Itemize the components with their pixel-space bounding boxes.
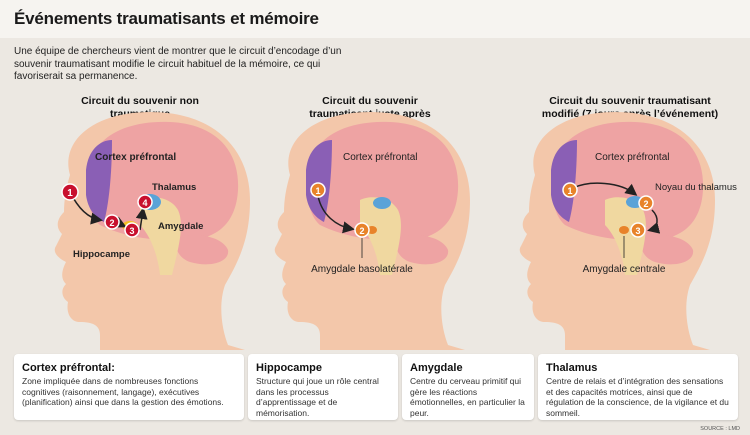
- brain-1: [87, 121, 239, 241]
- arrow-3-2-3: [647, 209, 661, 234]
- card-cortex-text: Zone impliquée dans de nombreuses foncti…: [22, 376, 224, 407]
- arrow-2-1-2: [317, 195, 355, 234]
- label-amygdale-head3: Amygdale centrale: [583, 264, 666, 275]
- card-cortex: Cortex préfrontal: Zone impliquée dans d…: [14, 354, 244, 420]
- card-cortex-title: Cortex préfrontal:: [22, 362, 115, 374]
- svg-text:1: 1: [67, 188, 73, 199]
- head-1: 1 2 3 4 Cortex préfrontal Thalamus Amygd…: [54, 112, 250, 350]
- thalamus-region-2: [373, 197, 391, 209]
- card-thalamus-title: Thalamus: [546, 362, 598, 374]
- label-cortex-head2: Cortex préfrontal: [343, 152, 417, 163]
- cerebellum-2: [396, 235, 449, 265]
- page-title: Événements traumatisants et mémoire: [14, 9, 319, 28]
- head-3: 1 2 3 Cortex préfrontal Noyau du thalamu…: [519, 112, 737, 350]
- arrow-2-3: [113, 216, 127, 228]
- marker-2-head3: 2: [638, 195, 654, 211]
- svg-text:2: 2: [643, 199, 648, 209]
- label-cortex-head1: Cortex préfrontal: [95, 152, 176, 163]
- card-amygdale-text: Centre du cerveau primitif qui gère les …: [410, 376, 525, 418]
- brainstem-2: [360, 197, 401, 275]
- label-thalamus-head1: Thalamus: [152, 182, 196, 193]
- head-2: 1 2 Cortex préfrontal Amygdale basolatér…: [274, 112, 470, 350]
- label-amygdale-head2: Amygdale basolatérale: [311, 264, 413, 275]
- svg-text:2: 2: [359, 226, 364, 236]
- cerebellum-3: [641, 235, 694, 265]
- marker-2-head1: 2: [104, 214, 120, 230]
- card-thalamus-text: Centre de relais et d’intégration des se…: [546, 376, 729, 418]
- svg-text:4: 4: [142, 198, 147, 208]
- card-hippocampe-title: Hippocampe: [256, 362, 323, 374]
- card-amygdale-title: Amygdale: [410, 362, 463, 374]
- marker-3-head1: 3: [124, 222, 140, 238]
- svg-text:3: 3: [129, 226, 134, 236]
- svg-text:3: 3: [635, 226, 640, 236]
- marker-2-head2: 2: [354, 222, 370, 238]
- card-hippocampe: Hippocampe Structure qui joue un rôle ce…: [248, 354, 398, 420]
- brainstem-1: [140, 197, 181, 275]
- cerebellum-1: [176, 235, 229, 265]
- source-credit: SOURCE : LMD: [700, 426, 740, 432]
- svg-text:1: 1: [315, 186, 320, 196]
- label-amygdale-head1: Amygdale: [158, 221, 203, 232]
- card-amygdale: Amygdale Centre du cerveau primitif qui …: [402, 354, 534, 420]
- brain-2: [307, 121, 459, 241]
- intro-text: Une équipe de chercheurs vient de montre…: [14, 46, 342, 82]
- arrow-3-1-2: [572, 182, 638, 196]
- amygdala-region-2: [367, 226, 377, 234]
- label-cortex-head3: Cortex préfrontal: [595, 152, 669, 163]
- title-bar: [0, 0, 750, 38]
- marker-1-head2: 1: [310, 182, 326, 198]
- card-hippocampe-text: Structure qui joue un rôle central dans …: [256, 376, 379, 418]
- marker-1-head3: 1: [562, 182, 578, 198]
- prefrontal-cortex-3: [551, 140, 577, 222]
- prefrontal-cortex-2: [306, 140, 332, 222]
- prefrontal-cortex-1: [86, 140, 112, 222]
- marker-3-head3: 3: [630, 222, 646, 238]
- svg-text:1: 1: [567, 186, 572, 196]
- card-thalamus: Thalamus Centre de relais et d’intégrati…: [538, 354, 738, 420]
- brain-3: [552, 121, 704, 241]
- svg-text:2: 2: [109, 218, 114, 228]
- label-hippocampe-head1: Hippocampe: [73, 249, 130, 260]
- arrow-3-4: [135, 207, 148, 231]
- marker-4-head1: 4: [137, 194, 153, 210]
- label-noyau-head3: Noyau du thalamus: [655, 182, 737, 193]
- brainstem-3: [605, 197, 646, 275]
- amygdala-region-3: [619, 226, 629, 234]
- marker-1-head1: 1: [61, 183, 79, 201]
